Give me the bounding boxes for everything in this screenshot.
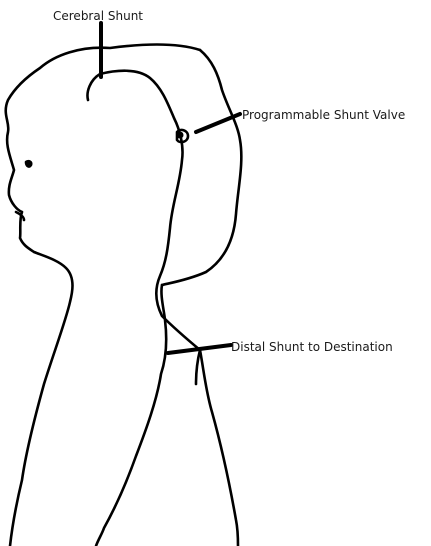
distal-shunt-label: Distal Shunt to Destination	[231, 340, 393, 354]
eye-mark	[24, 159, 33, 168]
ear-bump	[175, 128, 190, 144]
valve-marker	[176, 131, 184, 139]
back-of-head	[160, 48, 243, 287]
nose-mark	[14, 210, 26, 222]
distal-tail	[194, 348, 202, 386]
distal-leader-line	[166, 343, 233, 355]
head-outline	[4, 43, 202, 546]
valve-leader-line	[194, 112, 242, 134]
cerebral-shunt-label: Cerebral Shunt	[53, 9, 144, 23]
programmable-valve-label: Programmable Shunt Valve	[242, 108, 406, 122]
shunt-tubing	[86, 69, 240, 546]
neck-back	[94, 283, 168, 546]
